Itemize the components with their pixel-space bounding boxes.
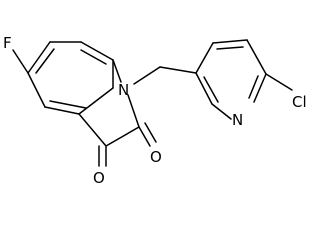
chemical-structure: F N O O N Cl [3, 34, 307, 187]
chlorine-label: Cl [292, 93, 307, 111]
atom-labels: F N O O N Cl [3, 34, 307, 187]
indoline-nitrogen-label: N [118, 81, 129, 99]
ketone-oxygen-label: O [93, 169, 105, 187]
bond-lines [12, 39, 293, 167]
pyridine-nitrogen-label: N [232, 111, 243, 129]
amide-oxygen-label: O [150, 148, 162, 166]
fluorine-label: F [3, 34, 12, 52]
